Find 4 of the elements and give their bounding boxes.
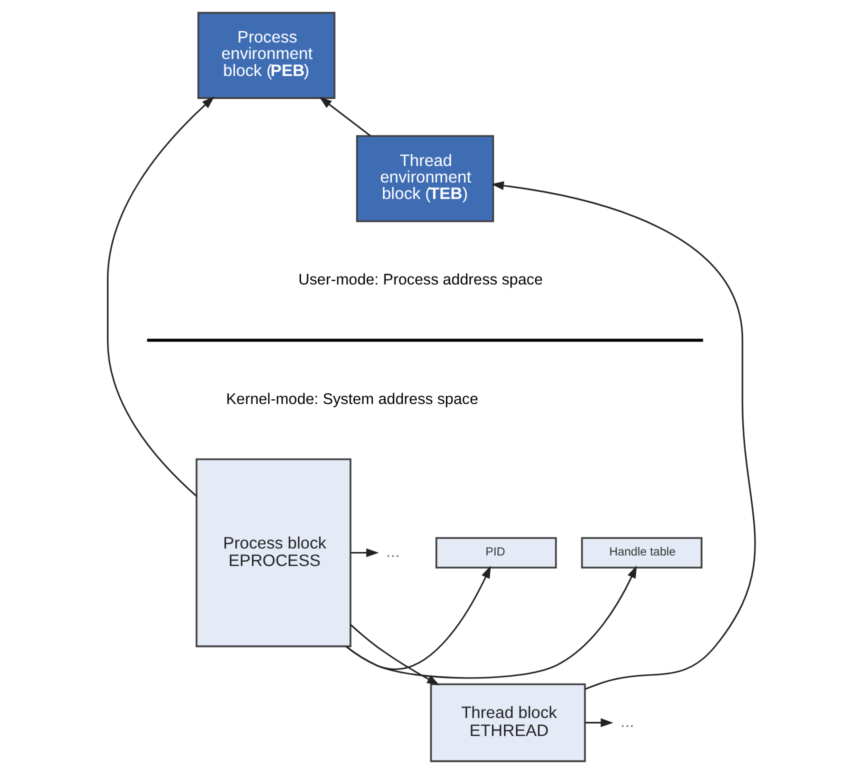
node-text: ...	[386, 542, 400, 562]
label: Kernel-mode: System address space	[226, 391, 478, 408]
node-text: ...	[620, 712, 634, 732]
label: User-mode: Process address space	[298, 271, 542, 288]
